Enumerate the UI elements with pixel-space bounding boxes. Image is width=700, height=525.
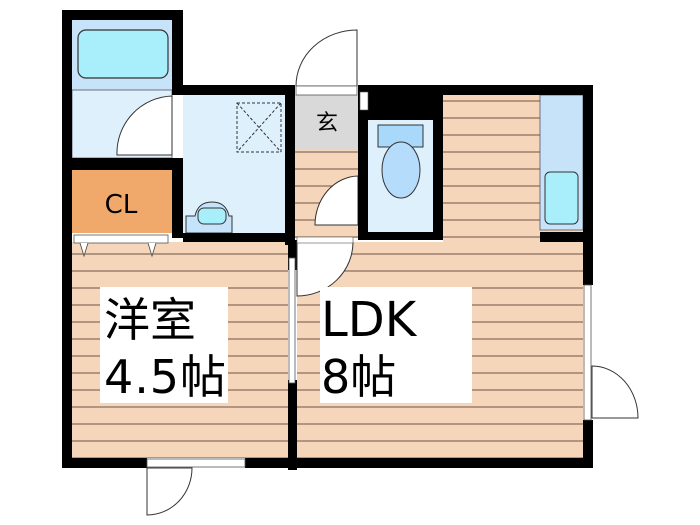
bathtub xyxy=(77,29,169,79)
entrance xyxy=(295,95,358,150)
western-room-size: 4.5帖 xyxy=(104,350,226,404)
closet-door-marks xyxy=(79,242,157,258)
toilet-bowl xyxy=(381,141,421,199)
western-room-name: 洋室 xyxy=(104,293,196,347)
toilet-door xyxy=(314,175,359,226)
entrance-door-frame xyxy=(295,85,358,96)
basin-bowl xyxy=(197,207,227,225)
washer-space xyxy=(236,102,282,153)
western-label-box xyxy=(100,287,228,403)
closet xyxy=(72,170,172,233)
ldk-label-box xyxy=(320,287,472,403)
ldk-door-frame xyxy=(296,236,354,244)
entrance-label: 玄 xyxy=(316,111,338,136)
ldk-door xyxy=(296,241,354,297)
walls xyxy=(62,10,593,470)
meter-notch xyxy=(359,91,369,111)
western-door xyxy=(146,467,193,516)
bath-door xyxy=(116,95,173,156)
kitchen-sink xyxy=(544,171,579,225)
closet-doors xyxy=(73,234,169,244)
sliding-door xyxy=(288,257,296,384)
western-window xyxy=(146,458,246,468)
closet-label: CL xyxy=(105,190,138,220)
balcony-door xyxy=(591,365,639,419)
washer-cross xyxy=(236,102,282,153)
ldk-window xyxy=(583,284,592,421)
ldk-size: 8帖 xyxy=(321,350,396,404)
ldk-name: LDK xyxy=(321,292,418,348)
entrance-door xyxy=(295,29,358,87)
